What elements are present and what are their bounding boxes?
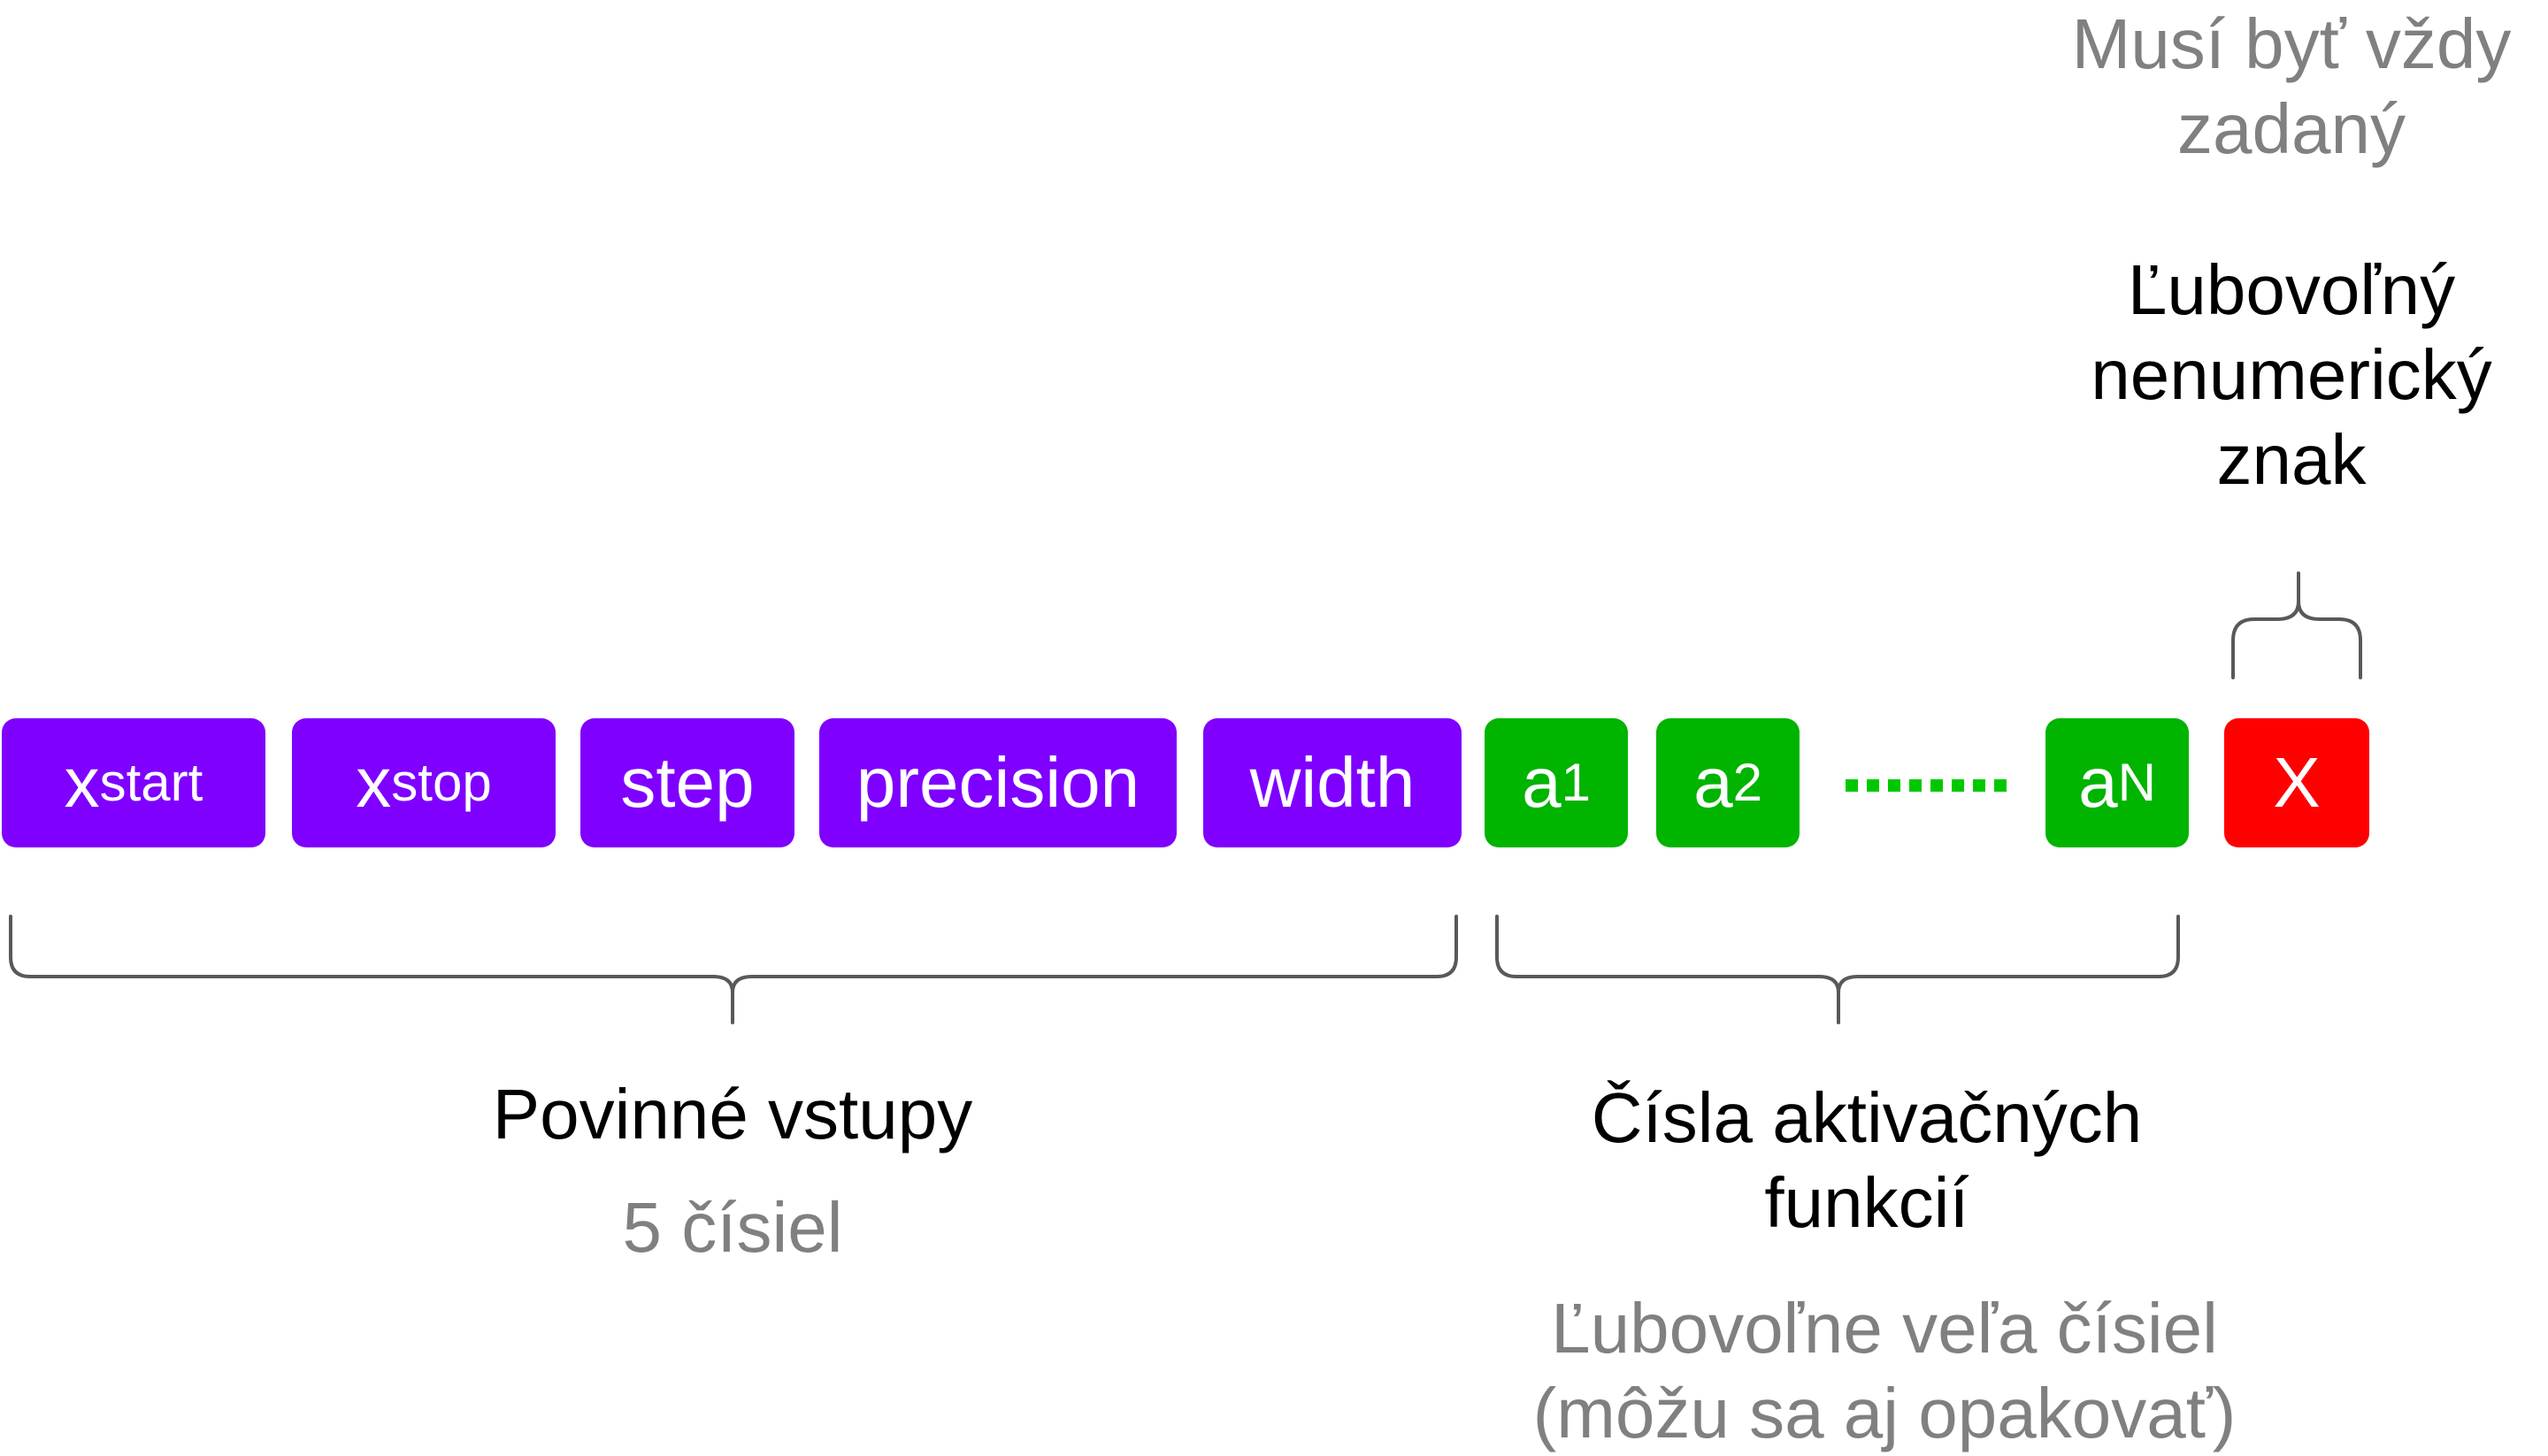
activation-note-line2: (môžu sa aj opakovať): [1532, 1374, 2237, 1452]
bracket-required: [9, 915, 1458, 1024]
terminator-title-line3: znak: [2216, 420, 2367, 499]
box-terminator-label: X: [2273, 743, 2321, 822]
box-a2-base: a: [1693, 743, 1733, 822]
terminator-note: Musí byť vždy zadaný: [2035, 2, 2548, 172]
terminator-title: Ľubovoľný nenumerický znak: [2017, 248, 2548, 502]
box-step: step: [580, 718, 794, 847]
box-precision-label: precision: [856, 743, 1140, 822]
activation-title: Čísla aktivačných funkcií: [1513, 1076, 2221, 1245]
required-title: Povinné vstupy: [492, 1075, 973, 1153]
box-x-start-base: x: [64, 743, 100, 822]
box-width-label: width: [1249, 743, 1416, 822]
terminator-title-line2: nenumerický: [2091, 335, 2492, 414]
activation-title-line1: Čísla aktivačných: [1591, 1078, 2143, 1157]
activation-title-line2: funkcií: [1764, 1163, 1969, 1242]
box-width: width: [1203, 718, 1462, 847]
terminator-note-line1: Musí byť vždy: [2071, 4, 2512, 83]
box-x-stop-base: x: [356, 743, 392, 822]
ellipsis-dots: [1846, 779, 2007, 792]
required-note: 5 čísiel: [622, 1188, 843, 1267]
activation-note-line1: Ľubovoľne veľa čísiel: [1551, 1289, 2218, 1368]
box-terminator: X: [2224, 718, 2369, 847]
bracket-activation: [1495, 915, 2180, 1024]
box-step-label: step: [620, 743, 755, 822]
box-precision: precision: [819, 718, 1177, 847]
terminator-note-line2: zadaný: [2177, 89, 2406, 168]
box-aN-base: a: [2078, 743, 2118, 822]
activation-note: Ľubovoľne veľa čísiel (môžu sa aj opakov…: [1531, 1286, 2238, 1456]
terminator-title-line1: Ľubovoľný: [2127, 250, 2456, 329]
box-a1-base: a: [1522, 743, 1562, 822]
bracket-terminator: [2231, 571, 2362, 679]
